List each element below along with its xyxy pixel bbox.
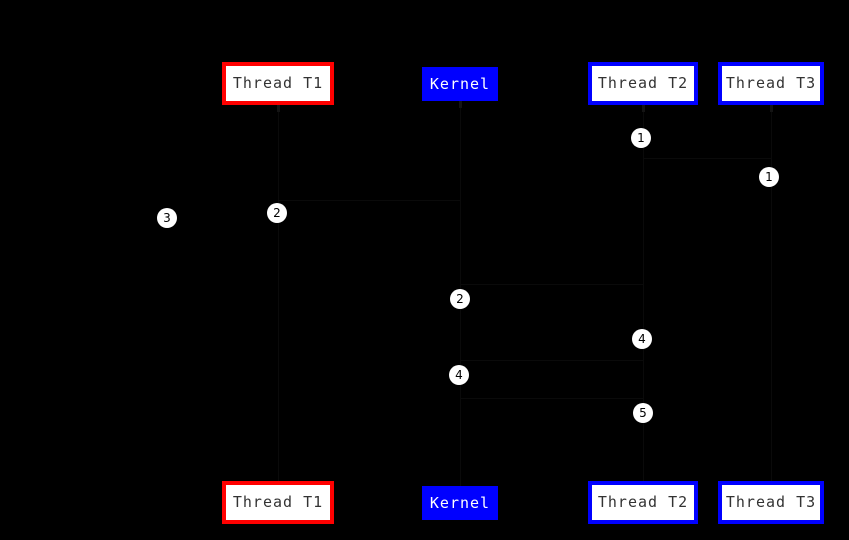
- msg-4: [278, 200, 460, 201]
- lifeline-t3: [771, 105, 772, 481]
- marker-t2-4: 4: [632, 329, 652, 349]
- participant-label: Thread T1: [232, 493, 324, 511]
- participant-label: Thread T3: [725, 493, 817, 511]
- marker-t2-5: 5: [633, 403, 653, 423]
- lifeline-t1-stub: [277, 105, 280, 112]
- participant-t2b[interactable]: Thread T2: [588, 481, 698, 524]
- participant-t3b[interactable]: Thread T3: [718, 481, 824, 524]
- marker-left-3: 3: [157, 208, 177, 228]
- msg-2: [643, 158, 771, 159]
- msg-5: [460, 360, 643, 361]
- participant-label: Kernel: [429, 74, 491, 93]
- participant-t2[interactable]: Thread T2: [588, 62, 698, 105]
- marker-t3-1: 1: [759, 167, 779, 187]
- participant-label: Thread T2: [597, 493, 689, 511]
- msg-6: [460, 398, 643, 399]
- participant-kernelb[interactable]: Kernel: [422, 486, 498, 520]
- participant-t1b[interactable]: Thread T1: [222, 481, 334, 524]
- lifeline-t2: [643, 105, 644, 481]
- lifeline-kernel-stub: [459, 101, 462, 108]
- participant-label: Thread T1: [232, 74, 324, 92]
- marker-kernel-2: 2: [450, 289, 470, 309]
- participant-label: Thread T2: [597, 74, 689, 92]
- marker-kernel-4: 4: [449, 365, 469, 385]
- participant-label: Thread T3: [725, 74, 817, 92]
- marker-t2-1: 1: [631, 128, 651, 148]
- lifeline-t1: [278, 105, 279, 481]
- lifeline-t2-stub: [642, 105, 645, 112]
- marker-t1-2: 2: [267, 203, 287, 223]
- participant-t1[interactable]: Thread T1: [222, 62, 334, 105]
- participant-kernel[interactable]: Kernel: [422, 67, 498, 101]
- lifeline-t3-stub: [770, 105, 773, 112]
- participant-t3[interactable]: Thread T3: [718, 62, 824, 105]
- participant-label: Kernel: [429, 493, 491, 512]
- msg-3: [460, 284, 643, 285]
